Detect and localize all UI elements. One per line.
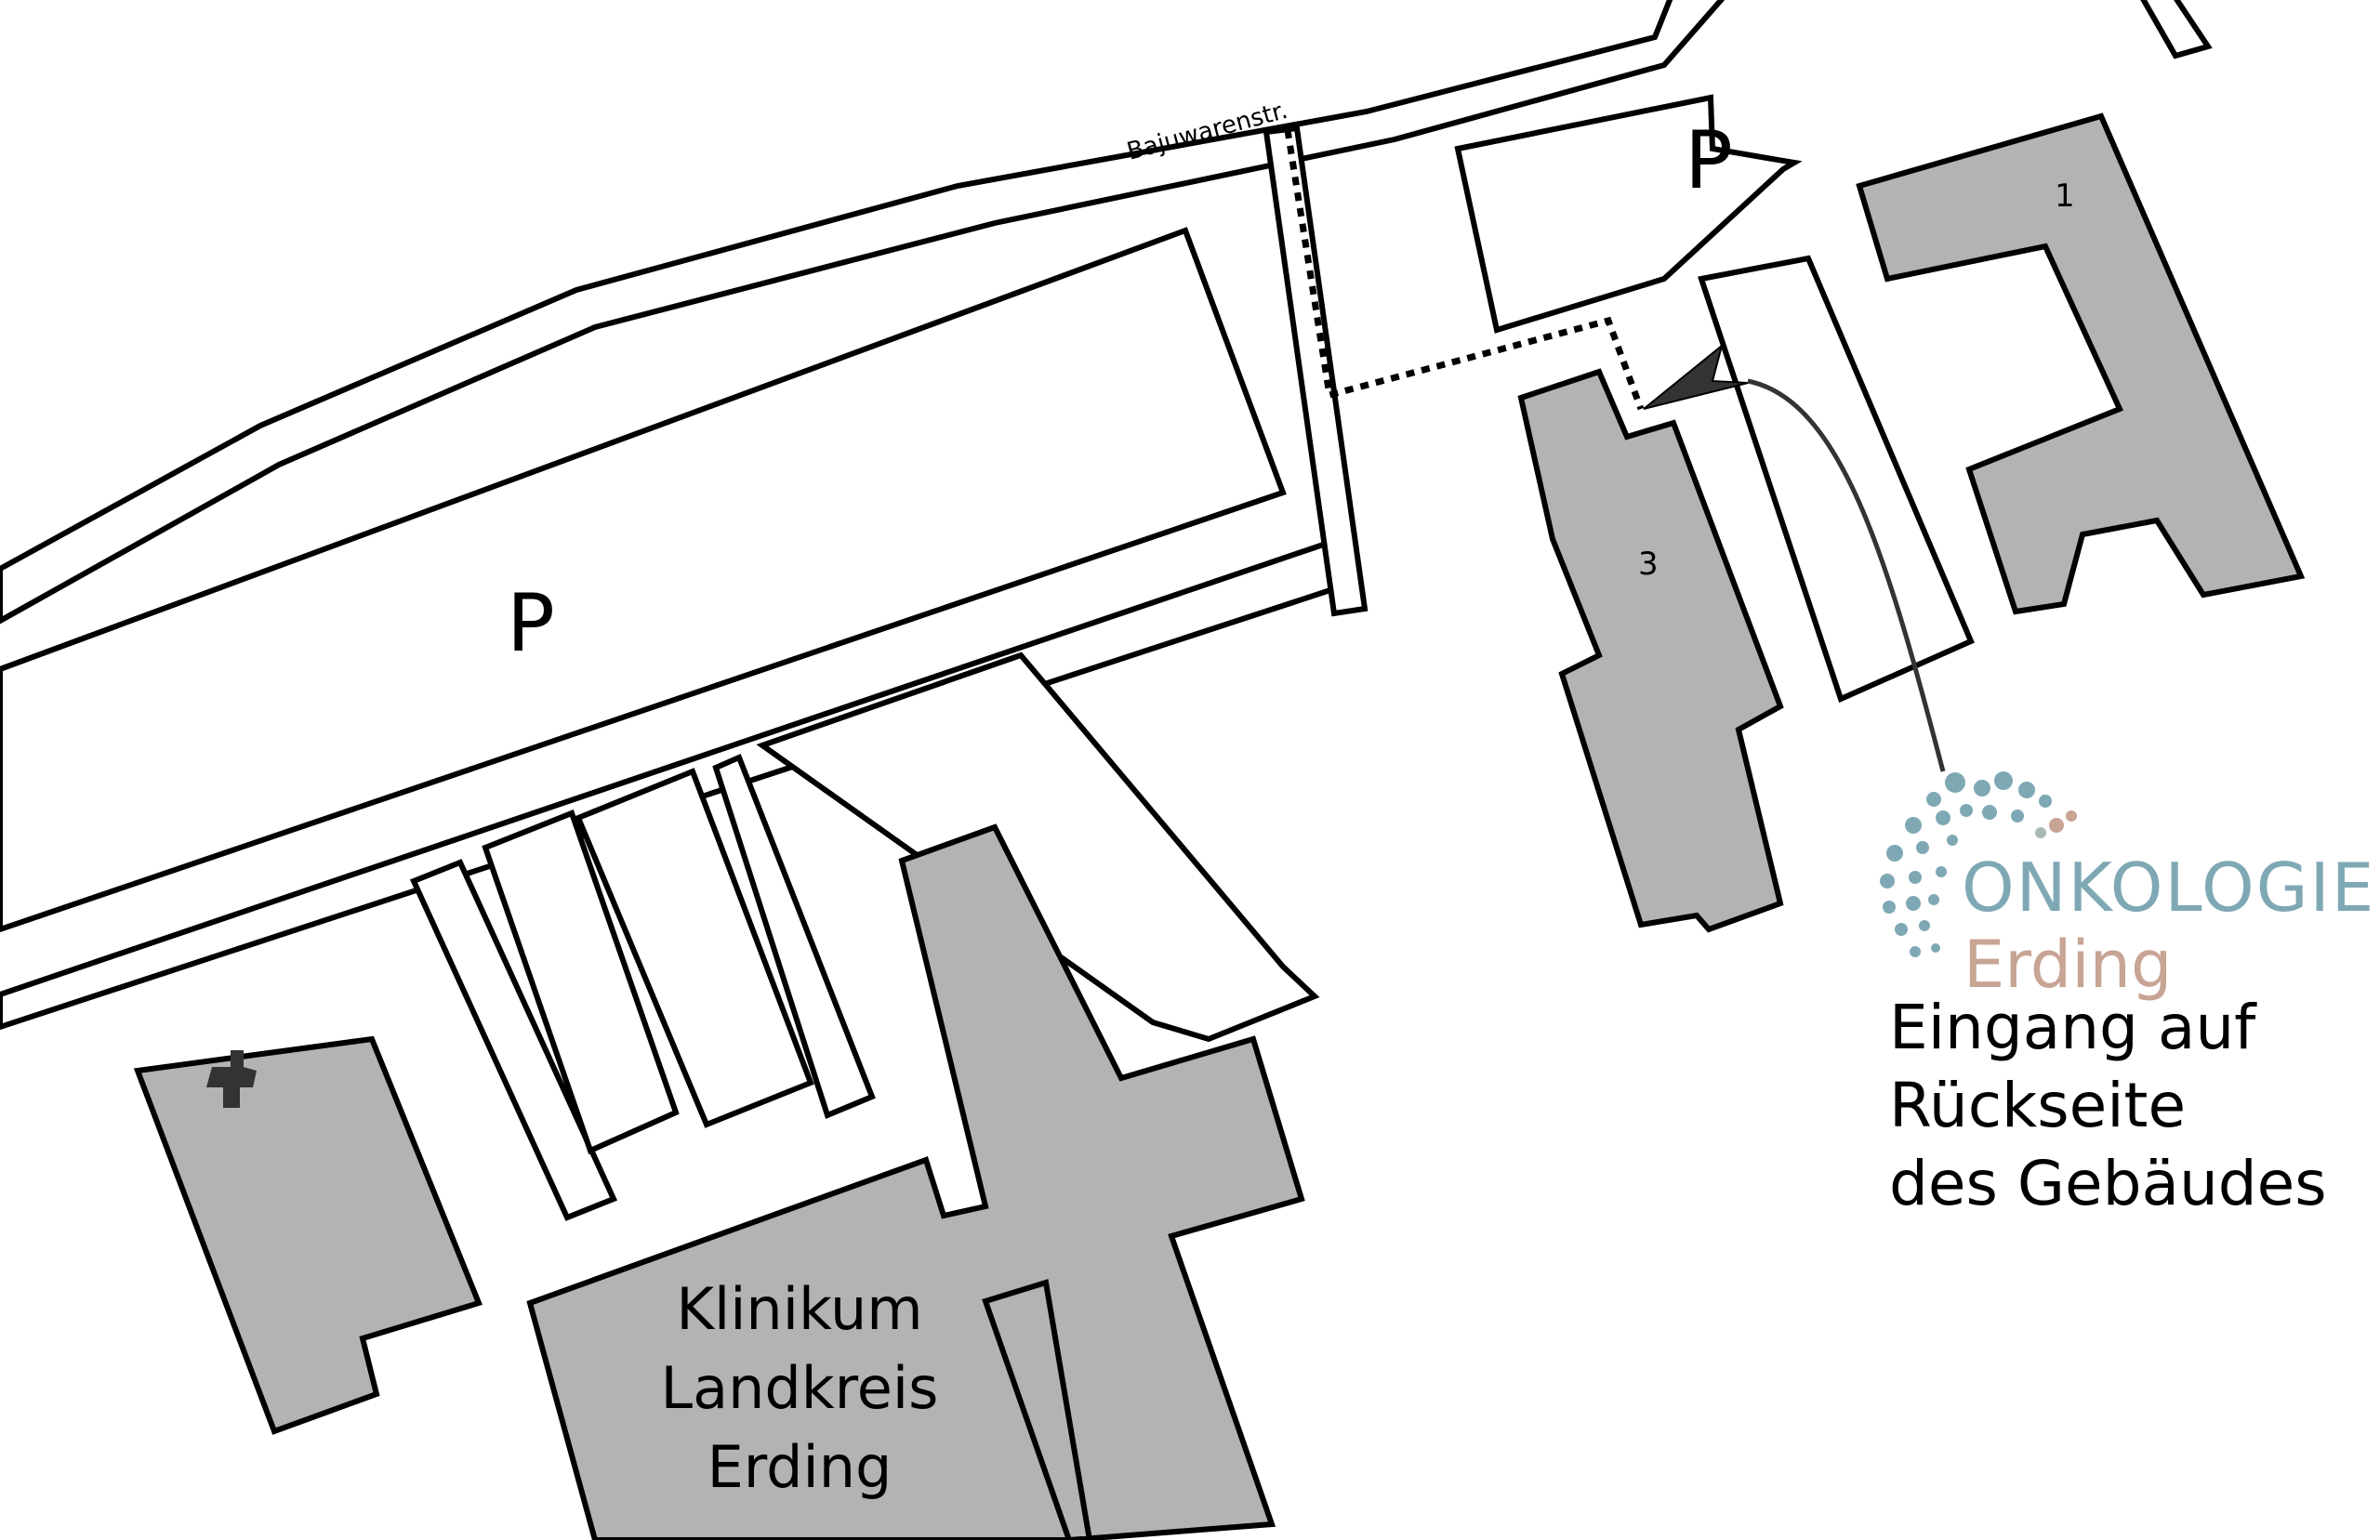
parking-strip-d	[712, 753, 876, 1120]
klinikum-building	[526, 823, 1305, 1540]
parking-strip-c	[575, 768, 814, 1128]
entrance-label-line1: Eingang auf	[1889, 992, 2257, 1063]
building-left	[133, 1035, 483, 1435]
clinic-label-line2: Landkreis	[661, 1354, 939, 1422]
entrance-label-line2: Rückseite	[1889, 1070, 2186, 1141]
entrance-curve	[1747, 378, 1946, 772]
entrance-label-line3: des Gebäudes	[1889, 1148, 2327, 1219]
parking-label-right: P	[1685, 114, 1733, 207]
logo-sub-text: Erding	[1964, 927, 2172, 1003]
right-lane-strip	[1698, 255, 1975, 704]
service-road-vertical	[1263, 125, 1368, 617]
building-3-label: 3	[1638, 546, 1659, 583]
arrow-icon	[1643, 343, 1749, 410]
hospital-cross-icon	[206, 1050, 257, 1108]
parking-label-left: P	[507, 577, 555, 670]
parking-lot-right	[1454, 94, 1803, 334]
parking-lot-left	[0, 227, 1287, 933]
logo-main-text: ONKOLOGIE	[1962, 849, 2375, 927]
clinic-label-line3: Erding	[707, 1433, 892, 1501]
parking-strip-e	[756, 652, 1320, 1043]
upper-right-road	[2140, 0, 2213, 59]
building-1-label: 1	[2055, 178, 2075, 215]
parking-strip-a	[409, 859, 618, 1221]
parking-strip-b	[482, 809, 680, 1155]
building-1	[1856, 112, 2306, 615]
onkologie-logo-icon	[1880, 771, 2077, 957]
walking-path	[1284, 129, 1645, 411]
building-3	[1517, 368, 1784, 933]
clinic-label-line1: Klinikum	[676, 1275, 922, 1343]
